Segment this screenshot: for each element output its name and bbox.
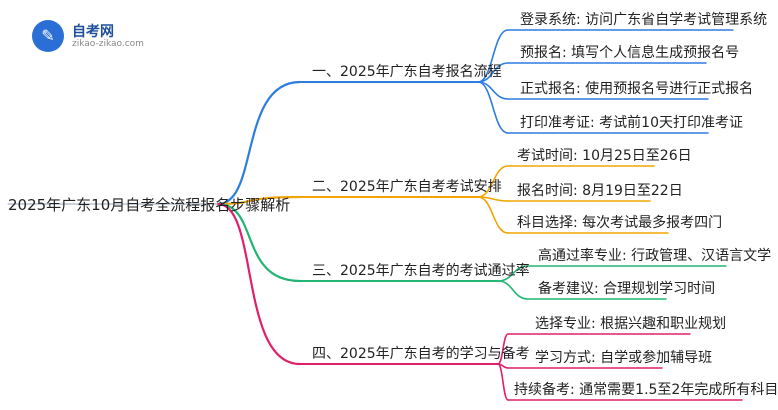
branch-2-connector — [216, 195, 302, 206]
root-topic: 2025年广东10月自考全流程报名步骤解析 — [8, 196, 291, 214]
branch-2-leaf-1-connector — [477, 165, 509, 198]
branch-4-leaf-1-connector — [497, 333, 509, 365]
branch-1-leaf-2-connector — [477, 62, 509, 83]
branch-4-leaf-3: 持续备考: 通常需要1.5至2年完成所有科目 — [514, 382, 778, 398]
site-logo: ✎ 自考网 zikao-zikao.com — [32, 18, 152, 54]
branch-1-leaf-4-connector — [477, 81, 509, 134]
branch-3-connector — [216, 202, 302, 283]
branch-1-label: 一、2025年广东自考报名流程 — [312, 64, 502, 80]
logo-url: zikao-zikao.com — [72, 39, 144, 49]
branch-1-leaf-4: 打印准考证: 考试前10天打印准考证 — [520, 115, 743, 131]
branch-2-leaf-3-connector — [477, 196, 509, 234]
branch-4-label: 四、2025年广东自考的学习与备考 — [312, 346, 530, 362]
branch-2-leaf-1: 考试时间: 10月25日至26日 — [517, 148, 692, 164]
branch-4-connector — [216, 202, 302, 366]
branch-2-leaf-2: 报名时间: 8月19日至22日 — [517, 183, 683, 199]
branch-4-leaf-1: 选择专业: 根据兴趣和职业规划 — [535, 316, 727, 332]
branch-3-label: 三、2025年广东自考的考试通过率 — [312, 263, 530, 279]
branch-4-leaf-2: 学习方式: 自学或参加辅导班 — [535, 350, 713, 366]
logo-graduation-cap-icon: ✎ — [32, 20, 64, 52]
branch-1-leaf-1: 登录系统: 访问广东省自学考试管理系统 — [520, 12, 768, 28]
branch-1-connector — [216, 80, 302, 206]
branch-1-leaf-1-connector — [477, 29, 509, 83]
branch-3-leaf-2-connector — [497, 280, 529, 300]
logo-title: 自考网 — [72, 24, 114, 40]
branch-3-leaf-1: 高通过率专业: 行政管理、汉语言文学 — [538, 248, 772, 264]
branch-1-leaf-3: 正式报名: 使用预报名号进行正式报名 — [520, 81, 754, 97]
branch-1-leaf-2: 预报名: 填写个人信息生成预报名号 — [520, 45, 740, 61]
branch-3-leaf-2: 备考建议: 合理规划学习时间 — [538, 281, 716, 297]
branch-2-label: 二、2025年广东自考考试安排 — [312, 179, 502, 195]
branch-2-leaf-3: 科目选择: 每次考试最多报考四门 — [517, 215, 723, 231]
mind-map: ✎ 自考网 zikao-zikao.com 2025年广东10月自考全流程报名步… — [7, 12, 778, 401]
mind-map-connectors — [7, 29, 743, 401]
branch-4-leaf-3-connector — [497, 363, 509, 401]
